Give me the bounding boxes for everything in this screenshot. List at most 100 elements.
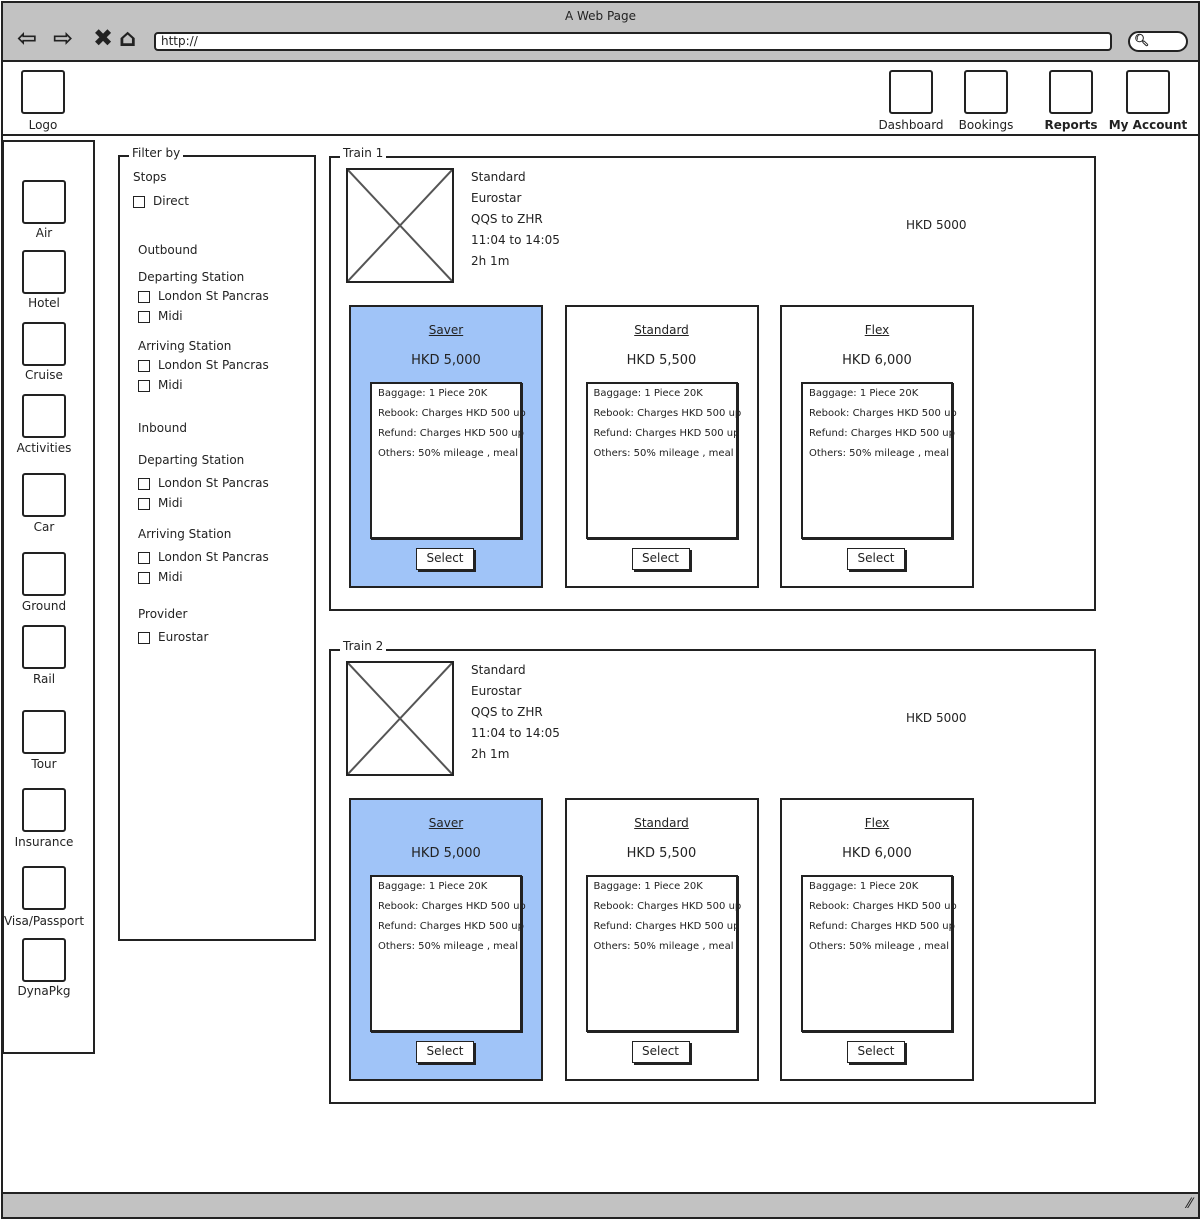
train-price: HKD 5000 [906, 711, 967, 725]
search-button[interactable]: 🔍︎ [1128, 31, 1188, 52]
sidebar-item-car[interactable]: Car [33, 520, 55, 534]
checkbox[interactable] [138, 477, 150, 490]
fare-detail-line: Refund: Charges HKD 500 up [378, 921, 524, 932]
filter-label: Arriving Station [138, 527, 232, 541]
train-panel [329, 649, 1096, 1104]
checkbox[interactable] [138, 290, 150, 303]
filter-checkbox-row[interactable]: Direct [133, 194, 189, 208]
sidebar-item-rail[interactable]: Rail [32, 672, 56, 686]
sidebar-item-cruise[interactable]: Cruise [25, 368, 63, 382]
back-icon[interactable]: ⇦ [17, 24, 38, 52]
filter-checkbox-row[interactable]: London St Pancras [138, 476, 269, 490]
checkbox-label: Midi [158, 496, 183, 510]
checkbox[interactable] [138, 551, 150, 564]
nav-dashboard-icon[interactable] [889, 70, 933, 114]
sidebar-rail-icon[interactable] [22, 625, 66, 669]
nav-my-account-icon[interactable] [1126, 70, 1170, 114]
fare-detail-line: Baggage: 1 Piece 20K [378, 388, 488, 399]
resize-grip-icon[interactable]: ⁄⁄ [1187, 1196, 1192, 1212]
fare-detail-line: Baggage: 1 Piece 20K [809, 388, 919, 399]
sidebar-item-visa-passport[interactable]: Visa/Passport [3, 914, 85, 928]
fare-detail-line: Baggage: 1 Piece 20K [593, 388, 703, 399]
fare-detail-line: Others: 50% mileage , meal [593, 941, 734, 952]
sidebar-activities-icon[interactable] [22, 394, 66, 438]
forward-icon[interactable]: ⇨ [53, 24, 74, 52]
status-bar: ⁄⁄ [3, 1192, 1198, 1217]
sidebar-item-hotel[interactable]: Hotel [28, 296, 60, 310]
fare-detail-line: Refund: Charges HKD 500 up [593, 921, 740, 932]
sidebar-ground-icon[interactable] [22, 552, 66, 596]
fare-detail-line: Others: 50% mileage , meal [378, 941, 518, 952]
nav-my-account[interactable]: My Account [1108, 118, 1188, 132]
fare-price: HKD 5,500 [626, 353, 697, 368]
checkbox[interactable] [138, 379, 150, 392]
sidebar-hotel-icon[interactable] [22, 250, 66, 294]
fare-detail-line: Rebook: Charges HKD 500 up [593, 901, 742, 912]
fare-detail-line: Refund: Charges HKD 500 up [593, 428, 740, 439]
fare-name[interactable]: Saver [428, 816, 464, 830]
nav-bookings-icon[interactable] [964, 70, 1008, 114]
logo-image[interactable] [21, 70, 65, 114]
fare-name[interactable]: Flex [864, 816, 890, 830]
select-button[interactable]: Select [631, 1041, 690, 1063]
fare-detail-line: Rebook: Charges HKD 500 up [378, 901, 526, 912]
checkbox[interactable] [138, 310, 150, 323]
filter-checkbox-row[interactable]: Midi [138, 496, 183, 510]
fare-detail-line: Rebook: Charges HKD 500 up [378, 408, 526, 419]
select-button[interactable]: Select [847, 548, 905, 570]
fare-price: HKD 6,000 [842, 846, 912, 861]
train-info-line: QQS to ZHR [471, 705, 543, 719]
checkbox[interactable] [138, 631, 150, 644]
fare-detail-line: Baggage: 1 Piece 20K [809, 881, 919, 892]
sidebar-dynapkg-icon[interactable] [22, 938, 66, 982]
filter-checkbox-row[interactable]: London St Pancras [138, 550, 269, 564]
sidebar-item-ground[interactable]: Ground [21, 599, 67, 613]
checkbox-label: Midi [158, 570, 183, 584]
select-button[interactable]: Select [416, 548, 474, 570]
sidebar-air-icon[interactable] [22, 180, 66, 224]
nav-bookings[interactable]: Bookings [958, 118, 1014, 132]
select-button[interactable]: Select [416, 1041, 474, 1063]
filter-checkbox-row[interactable]: Midi [138, 309, 183, 323]
home-icon[interactable]: ⌂ [119, 24, 137, 52]
fare-name[interactable]: Standard [634, 323, 689, 337]
sidebar-visa-passport-icon[interactable] [22, 866, 66, 910]
nav-reports-icon[interactable] [1049, 70, 1093, 114]
checkbox[interactable] [138, 359, 150, 372]
fare-name[interactable]: Saver [428, 323, 464, 337]
train-panel [329, 156, 1096, 611]
nav-dashboard[interactable]: Dashboard [878, 118, 944, 132]
train-title: Train 1 [340, 146, 387, 160]
stop-icon[interactable]: ✖ [93, 24, 114, 52]
fare-name[interactable]: Flex [864, 323, 890, 337]
sidebar-tour-icon[interactable] [22, 710, 66, 754]
url-input[interactable]: http:// [154, 32, 1112, 51]
train-info-line: Standard [471, 170, 526, 184]
filter-checkbox-row[interactable]: London St Pancras [138, 358, 269, 372]
checkbox[interactable] [138, 571, 150, 584]
sidebar-car-icon[interactable] [22, 473, 66, 517]
sidebar-cruise-icon[interactable] [22, 322, 66, 366]
filter-panel [118, 155, 316, 941]
fare-name[interactable]: Standard [634, 816, 689, 830]
sidebar-item-air[interactable]: Air [35, 226, 53, 240]
filter-heading: Outbound [138, 243, 198, 257]
select-button[interactable]: Select [847, 1041, 905, 1063]
sidebar-item-dynapkg[interactable]: DynaPkg [17, 984, 71, 998]
filter-checkbox-row[interactable]: London St Pancras [138, 289, 269, 303]
checkbox[interactable] [133, 195, 145, 208]
sidebar-item-activities[interactable]: Activities [16, 441, 72, 455]
filter-checkbox-row[interactable]: Eurostar [138, 630, 208, 644]
sidebar-item-insurance[interactable]: Insurance [14, 835, 74, 849]
filter-checkbox-row[interactable]: Midi [138, 378, 183, 392]
checkbox[interactable] [138, 497, 150, 510]
sidebar-item-tour[interactable]: Tour [31, 757, 57, 771]
select-button[interactable]: Select [631, 548, 690, 570]
nav-reports[interactable]: Reports [1044, 118, 1098, 132]
train-image-placeholder [346, 661, 454, 776]
filter-checkbox-row[interactable]: Midi [138, 570, 183, 584]
sidebar-insurance-icon[interactable] [22, 788, 66, 832]
